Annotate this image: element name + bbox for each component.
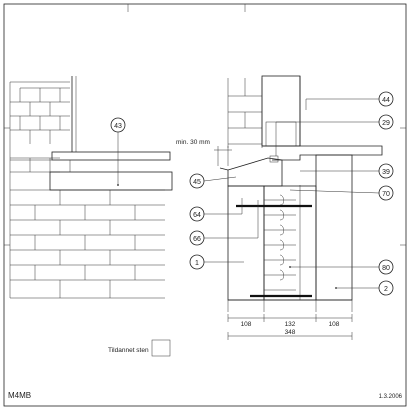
dim-total: 348 xyxy=(285,329,296,336)
callout-45-label: 45 xyxy=(193,179,201,186)
elevation-view xyxy=(9,76,173,299)
callout-43-label: 43 xyxy=(114,123,122,130)
callout-66-label: 66 xyxy=(193,236,201,243)
leader-dot xyxy=(117,184,119,186)
legend-swatch xyxy=(151,339,171,357)
callout-1-label: 1 xyxy=(195,260,199,267)
dim-seg1: 108 xyxy=(241,321,252,328)
callouts-left: 45 64 66 1 xyxy=(189,173,259,270)
callout-80-label: 80 xyxy=(382,265,390,272)
dimension-lines xyxy=(227,314,353,340)
callout-44-label: 44 xyxy=(382,97,390,104)
dim-seg3: 108 xyxy=(329,321,340,328)
gap-dimension-label: min. 30 mm xyxy=(176,139,210,146)
callout-64-label: 64 xyxy=(193,212,201,219)
drawing-date: 1.3.2006 xyxy=(379,394,403,400)
section-view xyxy=(219,75,383,312)
callout-39-label: 39 xyxy=(382,169,390,176)
callout-70-label: 70 xyxy=(382,191,390,198)
legend-label: Tildannet sten xyxy=(108,347,149,354)
drawing-code: M4MB xyxy=(8,391,31,400)
drawing-frame xyxy=(3,3,407,407)
callouts-right: 44 29 39 70 80 2 xyxy=(275,91,394,296)
callout-29-label: 29 xyxy=(382,120,390,127)
dim-seg2: 132 xyxy=(285,321,296,328)
callout-2-label: 2 xyxy=(384,286,388,293)
